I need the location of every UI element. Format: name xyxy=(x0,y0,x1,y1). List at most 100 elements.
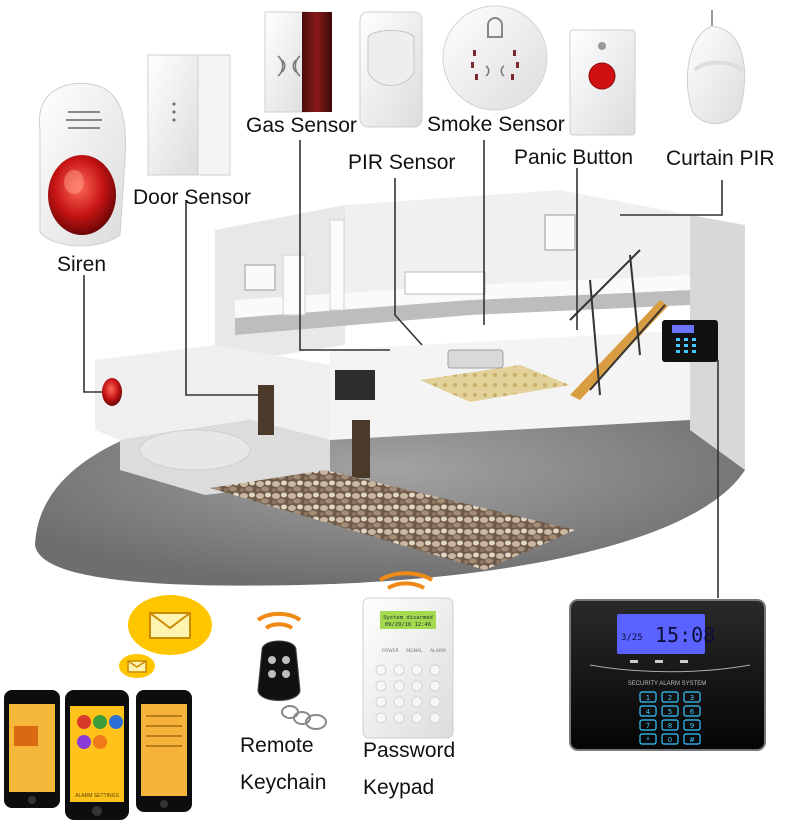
keypad-keys xyxy=(375,664,441,724)
panel-key-label: 8 xyxy=(668,722,672,730)
panel-key[interactable] xyxy=(639,705,657,717)
tv-cabinet xyxy=(335,370,375,400)
phone-middle: ALARM SETTINGS xyxy=(65,690,129,820)
rug xyxy=(420,365,570,402)
gravel-path xyxy=(210,470,575,570)
window-upper-2 xyxy=(544,214,576,251)
siren-device xyxy=(38,82,126,247)
panel-key[interactable] xyxy=(639,691,657,703)
panel-key-label: 5 xyxy=(668,708,672,716)
panel-key[interactable] xyxy=(661,691,679,703)
connector-curtain xyxy=(620,180,723,216)
keypad-key[interactable] xyxy=(375,696,387,708)
keypad-key[interactable] xyxy=(375,712,387,724)
label-pir-sensor: PIR Sensor xyxy=(348,151,456,174)
label-curtain-pir: Curtain PIR xyxy=(666,147,775,170)
keypad-key[interactable] xyxy=(429,696,441,708)
upper-partition-2 xyxy=(329,219,345,311)
label-keypad: Keypad xyxy=(363,776,435,799)
phone-left xyxy=(4,690,60,808)
keypad-key[interactable] xyxy=(411,680,423,692)
keypad-wireless-waves xyxy=(378,571,434,590)
keypad-screen-line1: System disarmed xyxy=(383,615,433,621)
keypad-screen-line2: 09/29/16 12:46 xyxy=(385,622,431,628)
keypad-key[interactable] xyxy=(393,680,405,692)
panel-lcd-date: 3/25 xyxy=(621,633,643,643)
password-keypad-device: System disarmed 09/29/16 12:46 POWER SIGN… xyxy=(362,571,454,739)
label-password: Password xyxy=(363,739,456,762)
gas-sensor-device xyxy=(264,11,332,113)
keypad-status-label: SIGNAL xyxy=(406,648,423,654)
back-wall-left xyxy=(215,205,345,365)
smoke-sensor-device xyxy=(442,5,548,111)
panel-key-label: 2 xyxy=(668,694,672,702)
keypad-key[interactable] xyxy=(411,712,423,724)
smartphones: ALARM SETTINGS xyxy=(4,690,192,820)
keypad-key[interactable] xyxy=(375,680,387,692)
panel-key-label: 7 xyxy=(646,722,650,730)
keypad-key[interactable] xyxy=(429,680,441,692)
connector-siren xyxy=(83,275,102,393)
upper-partition-1 xyxy=(282,254,306,316)
remote-keychain-device xyxy=(256,611,327,730)
alarm-panel: 15:08 3/25 SECURITY ALARM SYSTEM 1 2 3 4 5 6 7… xyxy=(569,599,766,751)
bathroom-tile-circle xyxy=(139,429,251,471)
keypad-key[interactable] xyxy=(411,664,423,676)
panel-key[interactable] xyxy=(683,719,701,731)
label-keychain: Keychain xyxy=(240,771,327,794)
wall-siren-small xyxy=(102,378,122,406)
panel-status-leds xyxy=(630,660,688,663)
panel-key[interactable] xyxy=(683,705,701,717)
connector-door xyxy=(185,200,260,396)
ground-room-wall xyxy=(95,345,330,440)
connector-gas xyxy=(299,140,390,351)
bed xyxy=(404,271,486,295)
curtain-pir-device xyxy=(686,10,746,124)
house-cutaway xyxy=(35,190,745,586)
keypad-key[interactable] xyxy=(429,664,441,676)
panel-key-label: 6 xyxy=(690,708,695,716)
panel-key[interactable] xyxy=(661,705,679,717)
panel-key-label: 1 xyxy=(646,694,650,702)
keypad-key[interactable] xyxy=(429,712,441,724)
panel-key-label: 0 xyxy=(668,736,672,744)
panel-key[interactable] xyxy=(639,733,657,745)
panel-key-label: * xyxy=(646,736,650,744)
panel-key[interactable] xyxy=(661,733,679,745)
panel-key-label: 4 xyxy=(646,708,651,716)
keypad-key[interactable] xyxy=(393,696,405,708)
keypad-key[interactable] xyxy=(393,664,405,676)
wall-panel-small xyxy=(662,320,718,362)
connector-lines xyxy=(83,140,723,598)
panel-key[interactable] xyxy=(661,719,679,731)
label-siren: Siren xyxy=(57,253,107,276)
pir-sensor-device xyxy=(359,11,423,128)
panel-brand: SECURITY ALARM SYSTEM xyxy=(628,681,707,687)
panel-key[interactable] xyxy=(683,733,701,745)
phone-app-footer: ALARM SETTINGS xyxy=(75,793,119,799)
label-panic-button: Panic Button xyxy=(514,146,634,169)
label-smoke-sensor: Smoke Sensor xyxy=(427,113,565,136)
window-upper-1 xyxy=(244,264,276,291)
remote-wireless-waves xyxy=(256,611,302,630)
connector-pir xyxy=(394,178,423,346)
label-door-sensor: Door Sensor xyxy=(133,186,251,209)
panel-key[interactable] xyxy=(683,691,701,703)
panel-key-label: 9 xyxy=(690,722,694,730)
door-2 xyxy=(352,420,370,478)
label-gas-sensor: Gas Sensor xyxy=(246,114,357,137)
label-remote: Remote xyxy=(240,734,314,757)
door-sensor-device xyxy=(147,54,231,176)
panel-key-label: 3 xyxy=(690,694,694,702)
keypad-status-label: POWER xyxy=(382,648,399,654)
door-1 xyxy=(258,385,274,435)
keypad-key[interactable] xyxy=(375,664,387,676)
notification-envelopes xyxy=(119,595,212,678)
keypad-key[interactable] xyxy=(393,712,405,724)
keypad-key[interactable] xyxy=(411,696,423,708)
panel-key[interactable] xyxy=(639,719,657,731)
panel-lcd-time: 15:08 xyxy=(655,623,715,647)
phone-right xyxy=(136,690,192,812)
